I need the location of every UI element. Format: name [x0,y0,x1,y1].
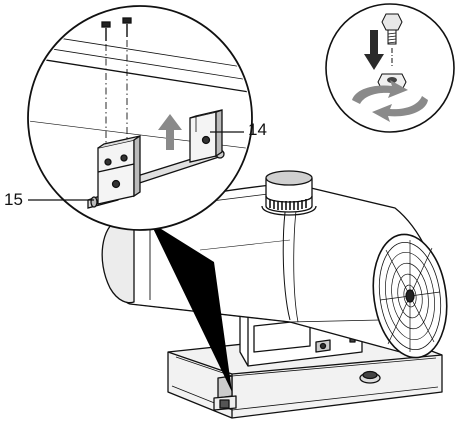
fastening-inset [325,3,455,133]
detail-zoom-cone [150,222,232,392]
bracket-15 [97,134,141,205]
tighten-rotation-icon [352,80,428,122]
fuel-cap [359,370,381,384]
screw-icon [122,17,132,37]
front-grille [372,233,448,359]
bracket-14 [189,109,223,163]
bolt-icon [381,13,403,45]
callout-label-15: 15 [4,190,23,209]
detail-magnifier [27,5,253,231]
up-arrow-icon [158,114,182,150]
callout-label-14: 14 [248,120,267,139]
screw-icon [101,21,111,41]
callout-leaders [28,131,244,201]
down-arrow-icon [364,30,384,70]
exhaust-chimney [261,170,317,216]
heater-unit [101,170,448,419]
